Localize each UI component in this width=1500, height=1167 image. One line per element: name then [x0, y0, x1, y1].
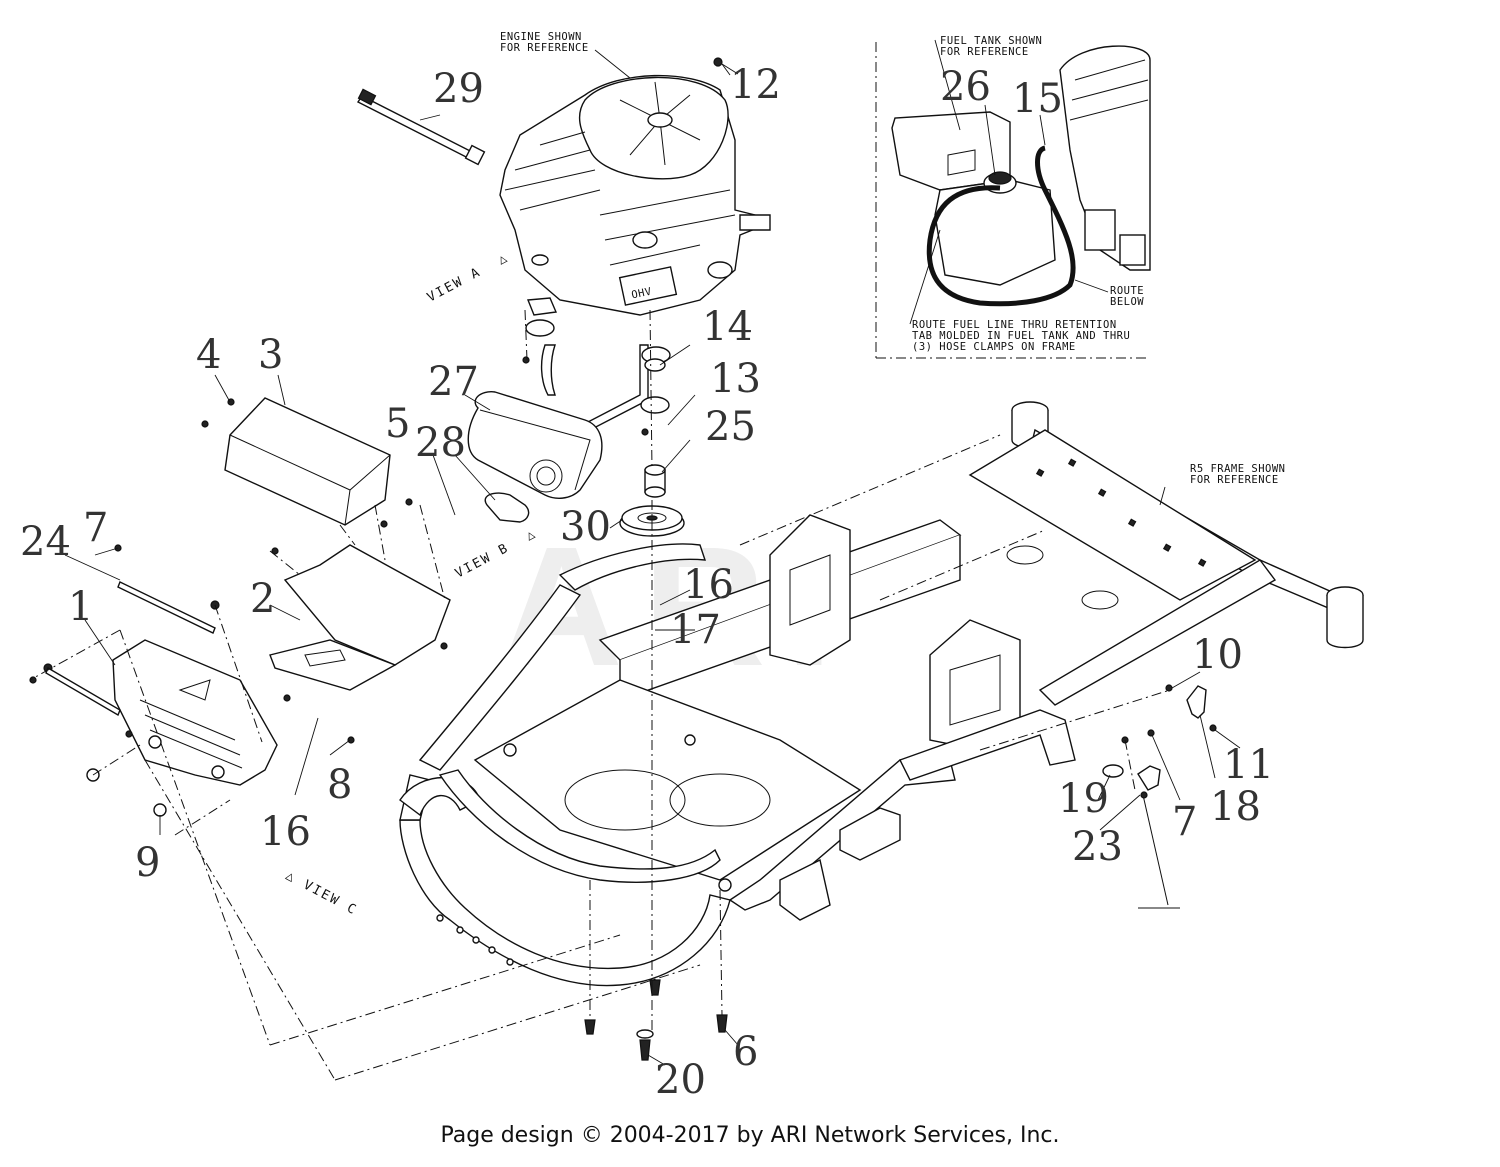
callout-27[interactable]: 27 — [428, 359, 479, 405]
callout-8[interactable]: 8 — [327, 762, 352, 808]
callout-4[interactable]: 4 — [196, 332, 221, 378]
engine: ENGINE SHOWN FOR REFERENCE OHV — [499, 31, 771, 316]
fuel-line-note-3: (3) HOSE CLAMPS ON FRAME — [912, 341, 1076, 353]
route-note-line1: ROUTE — [1110, 285, 1144, 297]
callout-1[interactable]: 1 — [68, 584, 93, 630]
assembly-lines — [29, 309, 1171, 1081]
callout-numbers: 1 2 3 4 5 6 7 7 8 9 10 11 12 13 14 16 16… — [20, 62, 1274, 1103]
callout-23[interactable]: 23 — [1072, 824, 1123, 870]
dipstick-tube — [356, 88, 486, 166]
callout-24[interactable]: 24 — [20, 519, 71, 565]
view-c-label: VIEW C — [301, 878, 360, 919]
frame — [399, 401, 1364, 987]
callout-2[interactable]: 2 — [250, 576, 275, 622]
callout-7-right[interactable]: 7 — [1172, 799, 1197, 845]
callout-leaders — [64, 63, 1241, 1066]
foot-panel — [29, 544, 278, 817]
callout-25[interactable]: 25 — [705, 404, 756, 450]
right-side-hardware — [1102, 684, 1217, 909]
bottom-fasteners — [584, 979, 728, 1061]
callout-20[interactable]: 20 — [655, 1057, 706, 1103]
fuel-tank-note-line2: FOR REFERENCE — [940, 46, 1029, 58]
fuel-line-note-1: ROUTE FUEL LINE THRU RETENTION — [912, 319, 1117, 331]
engine-note-line1: ENGINE SHOWN — [500, 31, 582, 43]
callout-11[interactable]: 11 — [1223, 742, 1274, 788]
callout-16-lower[interactable]: 16 — [260, 809, 311, 855]
frame-note-line2: FOR REFERENCE — [1190, 474, 1279, 486]
callout-6[interactable]: 6 — [733, 1029, 758, 1075]
view-c-marker: △ — [283, 868, 299, 886]
view-a-label: VIEW A — [425, 265, 484, 306]
callout-30[interactable]: 30 — [560, 504, 611, 550]
callout-19[interactable]: 19 — [1058, 776, 1109, 822]
bolt-12 — [713, 57, 739, 75]
callout-17[interactable]: 17 — [670, 607, 721, 653]
view-a-marker: △ — [495, 250, 511, 268]
callout-16-upper[interactable]: 16 — [683, 562, 734, 608]
route-note-line2: BELOW — [1110, 296, 1144, 308]
bracket — [269, 544, 451, 744]
fuel-tank-inset: FUEL TANK SHOWN FOR REFERENCE ROUTE BELO… — [875, 35, 1151, 359]
callout-9[interactable]: 9 — [135, 840, 160, 886]
exhaust-system — [467, 297, 671, 523]
callout-7-left[interactable]: 7 — [83, 505, 108, 551]
callout-12[interactable]: 12 — [730, 62, 781, 108]
callout-28[interactable]: 28 — [415, 420, 466, 466]
heat-shield — [201, 397, 413, 528]
engine-brand-label: OHV — [630, 285, 653, 301]
callout-18[interactable]: 18 — [1210, 784, 1261, 830]
callout-10[interactable]: 10 — [1192, 632, 1243, 678]
frame-note-line1: R5 FRAME SHOWN — [1190, 463, 1286, 475]
fuel-line-note-2: TAB MOLDED IN FUEL TANK AND THRU — [912, 330, 1130, 342]
callout-15[interactable]: 15 — [1012, 76, 1063, 122]
callout-29[interactable]: 29 — [433, 66, 484, 112]
copyright-footer: Page design © 2004-2017 by ARI Network S… — [440, 1123, 1060, 1148]
engine-note-line2: FOR REFERENCE — [500, 42, 589, 54]
callout-5[interactable]: 5 — [385, 401, 410, 447]
callout-13[interactable]: 13 — [710, 356, 761, 402]
callout-3[interactable]: 3 — [258, 332, 283, 378]
callout-14[interactable]: 14 — [702, 304, 753, 350]
fuel-tank-note-line1: FUEL TANK SHOWN — [940, 35, 1042, 47]
callout-26[interactable]: 26 — [940, 64, 991, 110]
